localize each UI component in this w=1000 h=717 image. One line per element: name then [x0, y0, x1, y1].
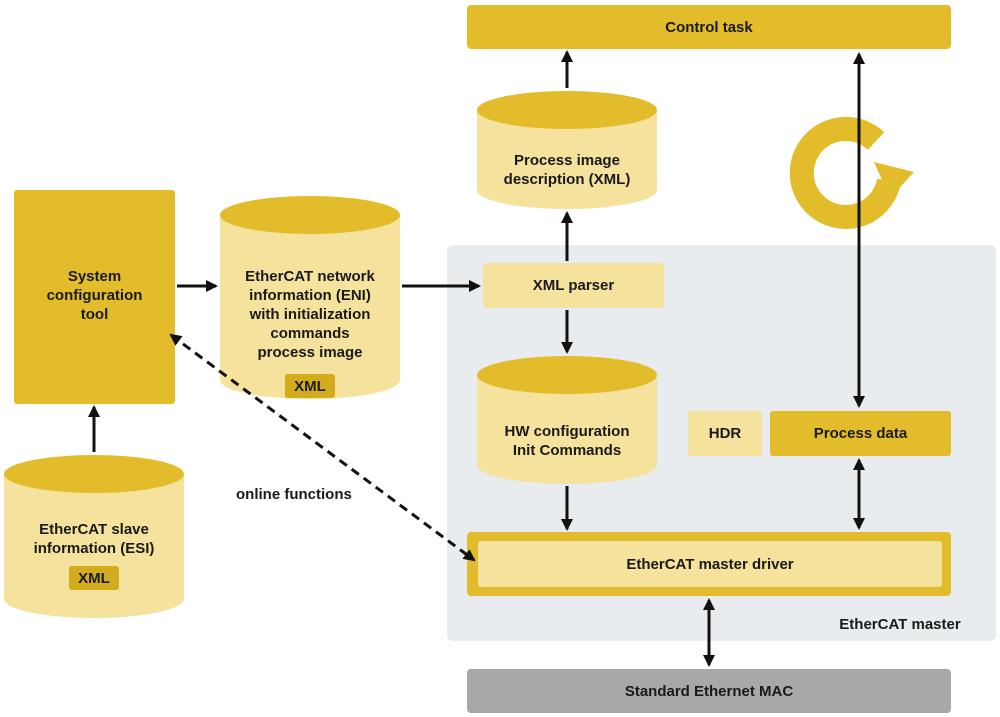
process-data-label: Process data: [813, 425, 908, 442]
hdr-label: HDR: [708, 425, 742, 442]
process-image-label: Process image description (XML): [503, 152, 631, 188]
hw-config-label: HW configuration Init Commands: [504, 423, 630, 459]
eni-label: EtherCAT network information (ENI) with …: [245, 267, 375, 361]
system-config-tool-label: System configuration tool: [46, 267, 143, 323]
hw-config-cylinder: [477, 356, 657, 484]
arrow-online-functions: [169, 333, 476, 562]
eni-xml-tag: XML: [285, 374, 335, 398]
ethercat-master-label: EtherCAT master: [839, 615, 961, 633]
ethernet-mac-box: [467, 669, 951, 713]
master-driver-label: EtherCAT master driver: [626, 555, 794, 573]
hdr-box: [688, 411, 762, 456]
ethernet-mac-label: Standard Ethernet MAC: [624, 682, 794, 700]
control-task-label: Control task: [665, 18, 753, 36]
esi-cylinder: [4, 455, 184, 618]
process-data-box: [770, 411, 951, 456]
master-driver-inner: [478, 541, 942, 587]
process-image-cylinder: [477, 91, 657, 209]
system-config-tool-box: [14, 190, 175, 404]
refresh-cycle-icon: [789, 116, 914, 229]
xml-parser-box: [483, 263, 664, 308]
online-functions-label: online functions: [236, 485, 352, 503]
control-task-box: [467, 5, 951, 49]
esi-xml-tag: XML: [69, 566, 119, 590]
xml-parser-label: XML parser: [532, 277, 615, 294]
esi-label: EtherCAT slave information (ESI): [33, 521, 155, 557]
